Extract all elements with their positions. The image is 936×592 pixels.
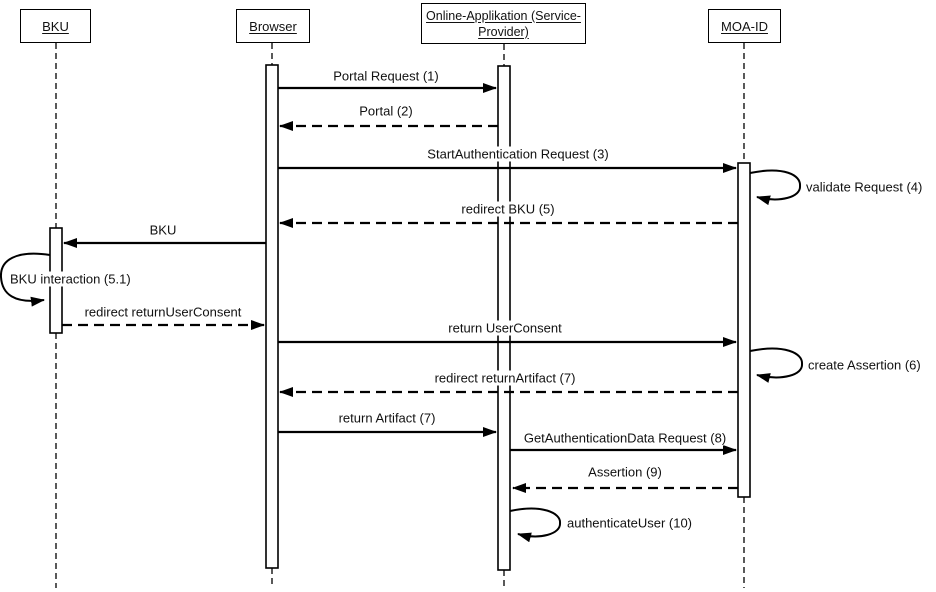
message-label-return-user-consent: return UserConsent xyxy=(446,320,564,336)
message-label-bku: BKU xyxy=(147,222,179,238)
actor-box-online-app: Online-Applikation (Service- Provider) xyxy=(421,3,586,44)
loop-create-assertion xyxy=(749,347,803,383)
message-label-redirect-return-artifact: redirect returnArtifact (7) xyxy=(432,370,578,386)
message-label-portal-request: Portal Request (1) xyxy=(331,68,441,84)
self-loops xyxy=(0,169,803,543)
message-label-authenticate-user: authenticateUser (10) xyxy=(565,515,695,531)
actor-label-online-app: Online-Applikation (Service- Provider) xyxy=(426,8,581,39)
message-label-redirect-return-user-consent: redirect returnUserConsent xyxy=(82,304,244,320)
loop-bku-interaction xyxy=(0,252,51,307)
message-label-redirect-bku: redirect BKU (5) xyxy=(459,201,557,217)
activation-moa-id xyxy=(737,162,751,498)
actor-label-moa-id: MOA-ID xyxy=(721,18,768,34)
message-label-get-authentication-data-request: GetAuthenticationData Request (8) xyxy=(521,430,729,446)
actor-label-bku: BKU xyxy=(42,18,69,34)
message-label-start-authentication-request: StartAuthentication Request (3) xyxy=(425,146,611,162)
activation-browser xyxy=(265,64,279,569)
message-label-return-artifact: return Artifact (7) xyxy=(336,410,438,426)
loop-authenticate-user xyxy=(509,507,561,543)
actor-box-bku: BKU xyxy=(20,9,91,43)
message-label-create-assertion: create Assertion (6) xyxy=(806,357,923,373)
message-label-bku-interaction: BKU interaction (5.1) xyxy=(8,271,133,287)
activation-bars xyxy=(49,64,751,571)
actor-box-moa-id: MOA-ID xyxy=(708,9,781,43)
actor-label-browser: Browser xyxy=(249,18,297,34)
message-arrows xyxy=(62,83,738,493)
message-label-portal: Portal (2) xyxy=(357,103,415,119)
loop-validate-request xyxy=(749,169,801,206)
actor-box-browser: Browser xyxy=(236,9,310,43)
message-label-validate-request: validate Request (4) xyxy=(804,179,925,195)
activation-online-app xyxy=(497,65,511,571)
message-label-assertion: Assertion (9) xyxy=(586,464,664,480)
lifelines xyxy=(55,43,745,588)
